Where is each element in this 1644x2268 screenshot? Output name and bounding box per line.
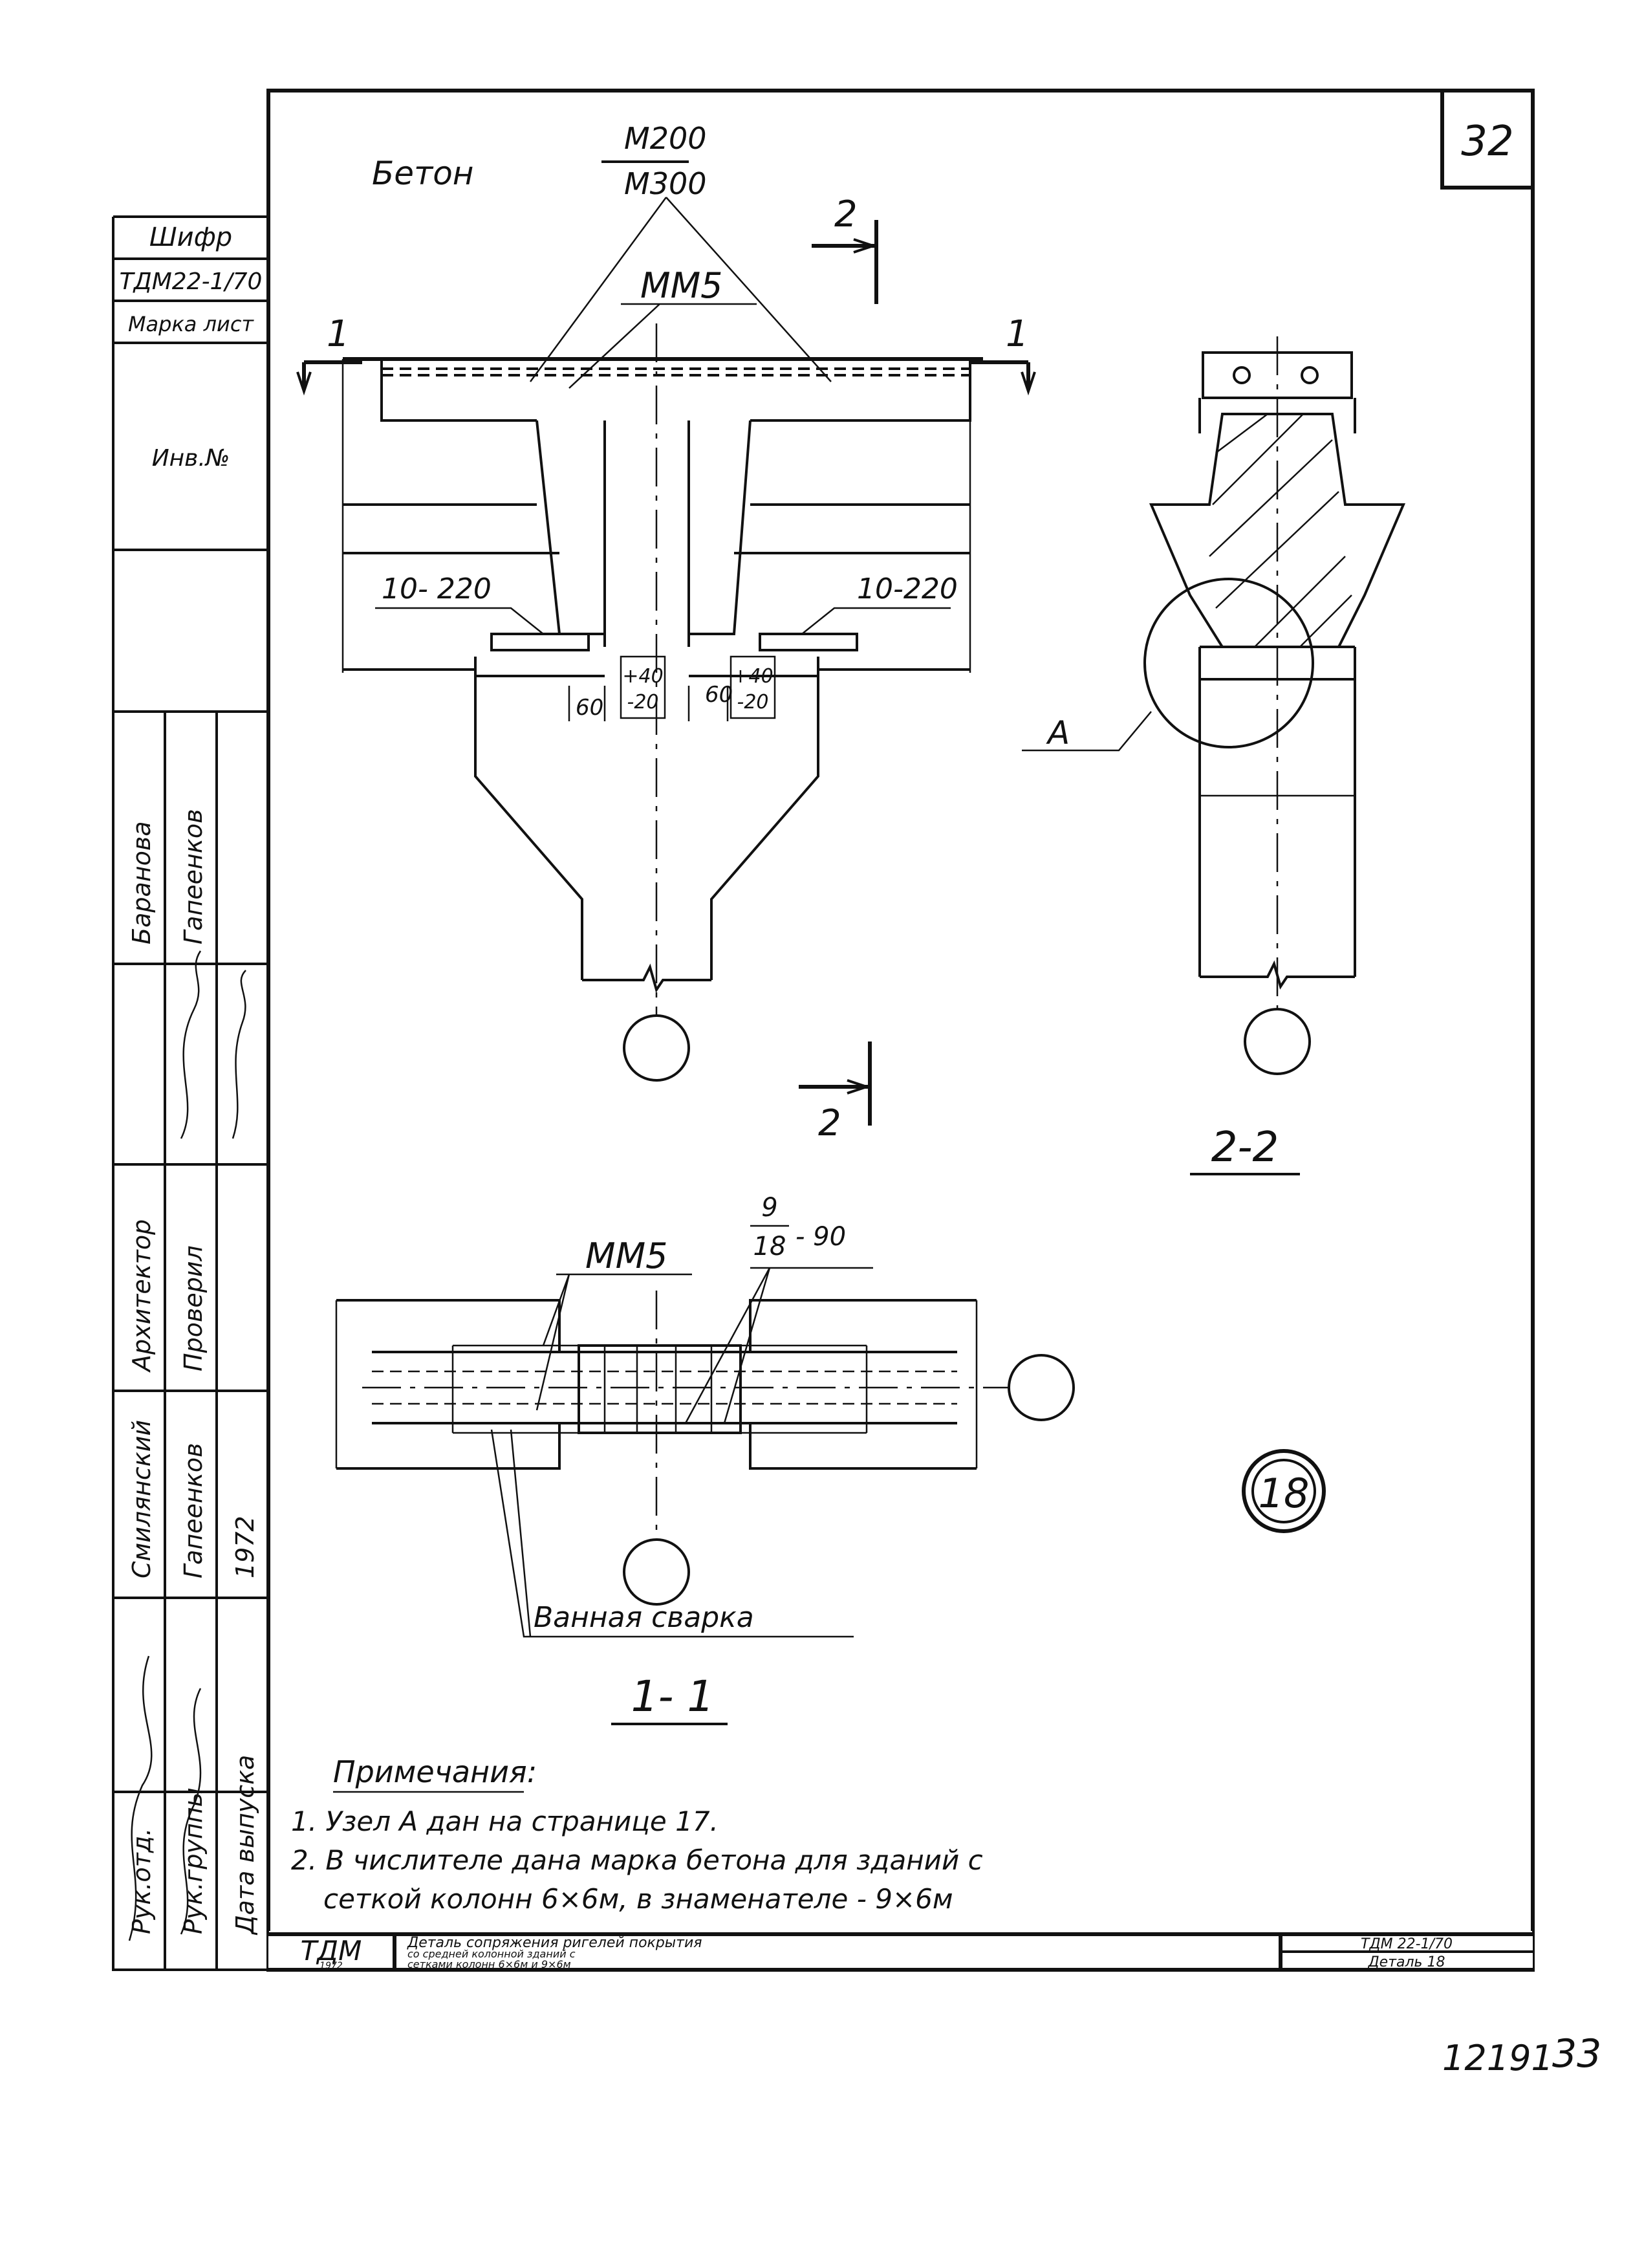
bar-label-right: 10-220 — [857, 572, 958, 605]
tb-detail: Деталь 18 — [1367, 1954, 1445, 1970]
tol-left-plus: +40 — [622, 665, 663, 688]
cut-2-top: 2 — [834, 193, 858, 235]
tb-org: ТДМ — [301, 1935, 362, 1967]
tolerance-box-right — [730, 655, 776, 719]
stamp-checked: Проверил — [179, 1245, 208, 1371]
weld-label: Ванная сварка — [534, 1601, 754, 1634]
axis-bubble-11-right — [1008, 1354, 1075, 1421]
stamp-year: 1972 — [231, 1516, 259, 1578]
archive-page: 33 — [1552, 2031, 1602, 2077]
concrete-grade-den: М300 — [624, 166, 707, 201]
node-a-label: А — [1046, 714, 1070, 752]
axis-bubble-11-bottom — [623, 1538, 690, 1606]
axis-bubble-top — [623, 1014, 690, 1082]
stamp-name-baranova: Баранова — [127, 821, 156, 944]
section-22-title: 2-2 — [1211, 1124, 1279, 1172]
mesh-label-top: ММ5 — [640, 265, 723, 306]
detail-number: 18 — [1259, 1470, 1310, 1517]
tol-left-minus: -20 — [627, 691, 659, 714]
tb-title-line-2: сетками колонн 6×6м и 9×6м — [407, 1958, 571, 1970]
frac-tail: - 90 — [795, 1222, 846, 1252]
notes: Примечания: 1. Узел А дан на странице 17… — [291, 1754, 983, 1915]
section-1-1: 9 18 - 90 ММ5 Ванная сварка 1- 1 18 — [335, 1193, 1326, 1725]
section-2-2: А 2-2 — [1022, 336, 1406, 1175]
stamp-cipher-label: Шифр — [149, 223, 232, 252]
signature-1 — [128, 1655, 153, 1941]
archive-number: 12191 — [1442, 2038, 1553, 2078]
stamp-name-gapeenkov-2: Гапеенков — [179, 809, 208, 944]
axis-bubble-22 — [1244, 1008, 1311, 1075]
dim-60-left: 60 — [576, 695, 603, 721]
note-3: сеткой колонн 6×6м, в знаменателе - 9×6м — [323, 1883, 953, 1915]
section-11-column — [578, 1344, 742, 1434]
bar-pack-right — [759, 633, 858, 651]
side-stamp: Шифр ТДМ22-1/70 Марка лист Инв.№ Рук.отд… — [112, 215, 268, 1971]
section-11-title: 1- 1 — [631, 1672, 715, 1721]
detail-circle-outer — [1242, 1449, 1326, 1533]
tb-year: 1972 — [319, 1961, 343, 1971]
frac-den: 18 — [753, 1232, 786, 1261]
tb-code: ТДМ 22-1/70 — [1361, 1936, 1453, 1952]
note-1: 1. Узел А дан на странице 17. — [291, 1805, 719, 1837]
concrete-leaders — [529, 197, 832, 382]
stamp-sheet-mark: Марка лист — [128, 312, 254, 336]
signature-4 — [232, 970, 246, 1139]
node-a-circle — [1143, 578, 1314, 748]
stamp-name-gapeenkov: Гапеенков — [179, 1443, 208, 1578]
cut-1-right: 1 — [1006, 313, 1029, 355]
stamp-col3-row0: Дата выпуска — [231, 1755, 259, 1935]
tol-right-minus: -20 — [737, 691, 769, 714]
column-corbel — [474, 676, 819, 980]
note-2: 2. В числителе дана марка бетона для зда… — [291, 1844, 983, 1876]
elevation-view: Бетон М200 М300 ММ5 10- 220 10-220 — [296, 121, 1036, 1144]
tb-title-line-1: со средней колонной зданий с — [407, 1948, 576, 1960]
bar-label-left: 10- 220 — [382, 572, 492, 605]
tol-right-plus: +40 — [732, 665, 773, 688]
page-number: 32 — [1461, 118, 1513, 166]
concrete-grade-num: М200 — [624, 121, 707, 156]
frac-num: 9 — [761, 1193, 777, 1223]
cut-2-bottom: 2 — [818, 1102, 841, 1144]
mesh-label-plan: ММ5 — [585, 1236, 668, 1276]
page-number-box: 32 — [1440, 91, 1533, 190]
notes-heading: Примечания: — [333, 1754, 537, 1789]
stamp-architect: Архитектор — [127, 1219, 156, 1373]
stamp-inv: Инв.№ — [152, 445, 230, 472]
stamp-name-smiliansky: Смилянский — [127, 1420, 156, 1578]
tb-title-line-0: Деталь сопряжения ригелей покрытия — [407, 1935, 702, 1951]
signature-3 — [180, 950, 202, 1139]
tolerance-box-left — [620, 655, 666, 719]
stamp-cipher-value: ТДМ22-1/70 — [120, 268, 263, 295]
signature-2 — [180, 1688, 202, 1935]
bar-pack-left — [490, 633, 590, 651]
concrete-label: Бетон — [372, 155, 473, 192]
cut-1-left: 1 — [327, 313, 350, 355]
